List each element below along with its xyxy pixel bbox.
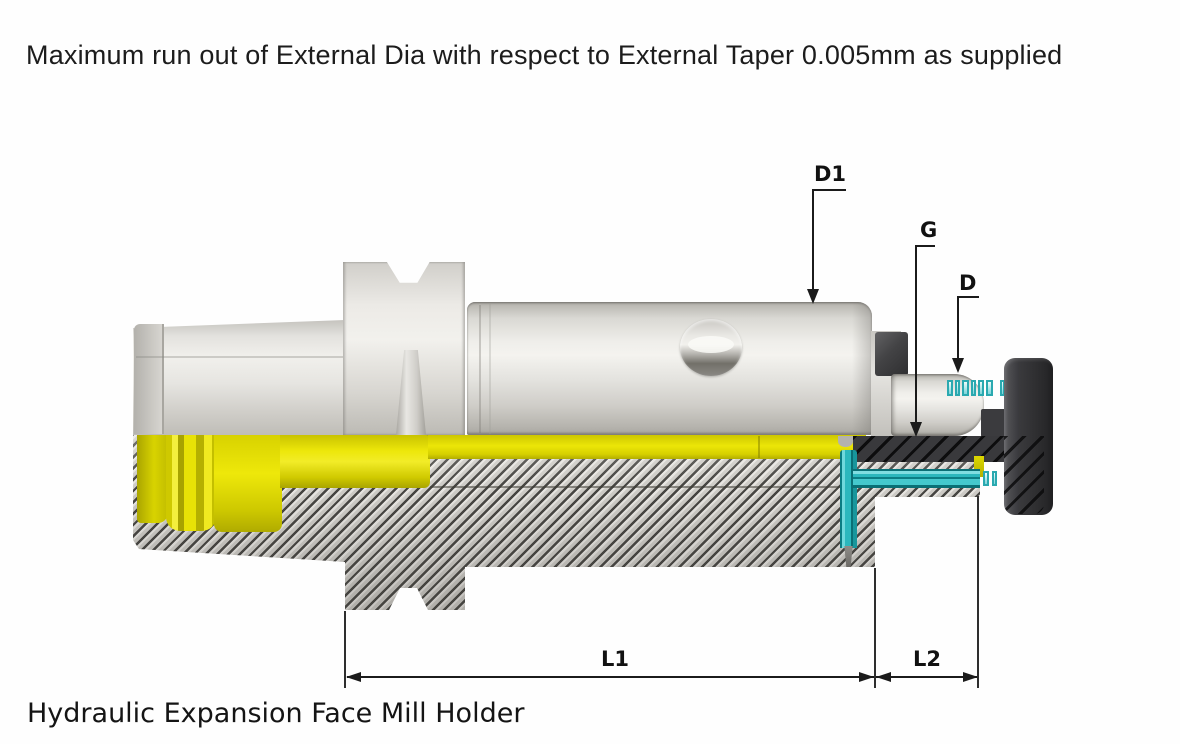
d1-arrowhead	[807, 289, 819, 304]
taper-bore-bar	[280, 435, 430, 488]
d-leader-vertical	[957, 296, 959, 359]
taper-shank	[133, 320, 345, 435]
d-arrowhead	[952, 358, 964, 373]
extension-line-mid	[874, 568, 876, 688]
taper-bore-block	[214, 434, 282, 532]
label-l1: L1	[601, 647, 629, 671]
shank-sheen-line	[136, 356, 343, 358]
g-arrowhead	[910, 422, 922, 437]
body-bevel-line-2	[489, 304, 491, 434]
page-title: Maximum run out of External Dia with res…	[26, 40, 1063, 70]
knob-section-hatch	[1004, 436, 1044, 514]
d1-leader-horizontal	[812, 189, 846, 191]
yellow-chip	[974, 456, 984, 477]
label-d1: D1	[814, 162, 847, 186]
retention-block	[875, 332, 908, 376]
extension-line-left	[344, 611, 346, 688]
bore-line	[430, 486, 842, 488]
coolant-tube-vertical	[840, 450, 857, 548]
thread-dash	[986, 380, 993, 396]
body-bevel-line	[479, 305, 481, 433]
taper-bore-strip	[428, 435, 866, 459]
coolant-tube-tip	[844, 546, 853, 567]
coolant-tube-horizontal	[853, 469, 980, 488]
label-g: G	[920, 218, 938, 242]
thread-dash	[978, 380, 984, 396]
extension-line-right	[977, 496, 979, 688]
l2-arrowhead-right	[963, 672, 978, 682]
l2-arrowhead-left	[876, 672, 891, 682]
set-screw-recess	[680, 319, 742, 376]
thread-marks-top	[947, 380, 1005, 396]
label-l2: L2	[913, 647, 941, 671]
body-right-shade	[852, 303, 872, 434]
thread-dash	[962, 380, 969, 396]
thread-dash	[947, 380, 953, 396]
thread-dash	[992, 471, 997, 486]
g-leader-vertical	[915, 245, 917, 424]
main-body	[467, 302, 872, 435]
label-d: D	[959, 271, 977, 295]
l1-arrowhead-right	[859, 672, 874, 682]
locknut-band	[853, 436, 1033, 462]
thread-dash	[971, 380, 976, 396]
l1-dimension-line	[347, 676, 874, 678]
shank-end-face	[134, 324, 164, 434]
coolant-port-divot	[838, 436, 853, 447]
bolt-neck	[981, 409, 1007, 437]
strip-seam	[758, 436, 760, 458]
recess-highlight	[688, 336, 734, 353]
thread-dash	[983, 471, 989, 486]
taper-bore-section-left	[137, 434, 168, 523]
thread-marks-end	[983, 471, 997, 486]
l1-arrowhead-left	[346, 672, 361, 682]
d-leader-horizontal	[957, 296, 979, 298]
d1-leader-vertical	[812, 189, 814, 290]
l2-dimension-line	[876, 676, 977, 678]
thread-dash	[955, 380, 960, 396]
taper-bore-ridges	[166, 434, 216, 531]
g-leader-horizontal	[915, 245, 935, 247]
product-caption: Hydraulic Expansion Face Mill Holder	[27, 698, 525, 729]
